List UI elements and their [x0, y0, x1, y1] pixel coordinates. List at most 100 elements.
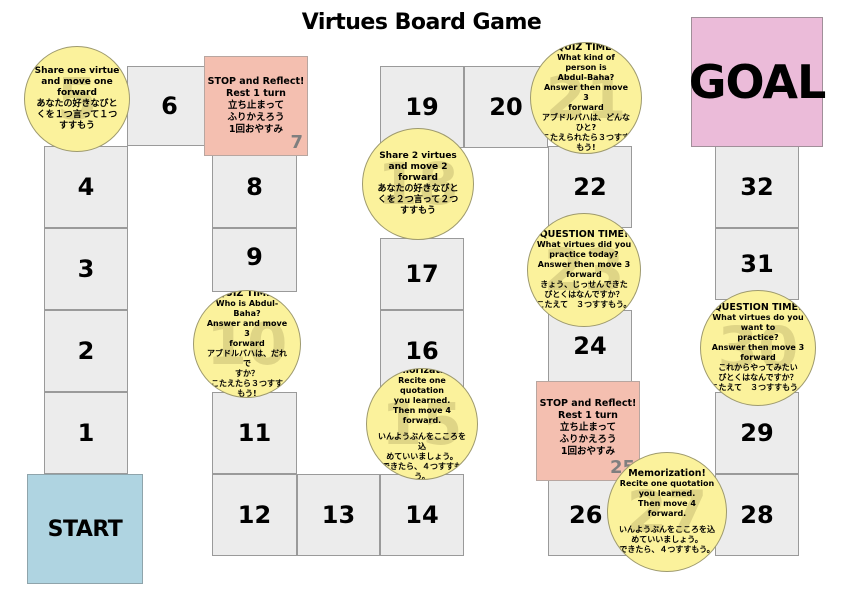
square-4: 4 — [44, 146, 128, 228]
circle-line: すすもう — [59, 121, 95, 131]
circle-text: Share 2 virtues and move 2 forward あなたの好… — [373, 151, 463, 217]
circle-line: you learned. — [393, 396, 451, 405]
circle-line: practice today? — [549, 250, 619, 259]
circle-line: アブドルバハは、だれで — [207, 349, 287, 368]
square-number: 29 — [740, 419, 774, 447]
square-2: 2 — [44, 310, 128, 392]
stop-text: STOP and Reflect! Rest 1 turn 立ち止まって ふりか… — [208, 76, 305, 136]
square-number: 22 — [573, 173, 607, 201]
square-12: 12 — [212, 474, 297, 556]
circle-line: あなたの好きなびと — [377, 184, 459, 194]
circle-line: and move 2 — [388, 162, 448, 172]
circle-number: 21 — [545, 64, 627, 132]
circle-text: QUESTION TIME! What virtues did you prac… — [535, 230, 634, 310]
square-number: 4 — [77, 173, 95, 201]
circle-line: What kind of person is — [557, 53, 615, 72]
circle-line: Then move 4 forward. — [638, 499, 696, 518]
circle-number: 27 — [626, 478, 708, 546]
square-11: 11 — [212, 392, 297, 474]
square-8: 8 — [212, 146, 297, 228]
square-number: 24 — [573, 332, 607, 360]
square-9: 9 — [212, 228, 297, 292]
circle-line: アブドルバハは、どんなひと? — [542, 113, 630, 132]
circle-line: Memorization! — [383, 368, 461, 376]
circle-space-18: 18 Share 2 virtues and move 2 forward あな… — [362, 128, 474, 240]
square-28: 28 — [715, 474, 799, 556]
circle-line: QUIZ TIME! — [556, 42, 616, 53]
stop-line: 立ち止まって — [227, 100, 285, 111]
square-1: 1 — [44, 392, 128, 474]
square-number: 13 — [321, 501, 356, 529]
square-number: 28 — [740, 501, 774, 529]
circle-line: and move one — [41, 77, 113, 87]
stop-line: STOP and Reflect! — [207, 76, 305, 87]
circle-line: Answer then move 3 forward — [711, 343, 805, 362]
square-number: 20 — [489, 93, 523, 121]
circle-line: こたえられたら３つすすもう! — [542, 133, 630, 152]
circle-line: What virtues did you — [536, 240, 632, 249]
circle-line: practice? — [737, 333, 779, 342]
circle-text: Share one virtue and move one forward あな… — [34, 66, 120, 132]
stop-line: 立ち止まって — [559, 422, 617, 433]
circle-line: できたら、４つすすもう。 — [619, 545, 715, 554]
circle-line: Memorization! — [628, 468, 706, 479]
stop-line: ふりかえろう — [559, 434, 617, 445]
circle-text: QUIZ TIME! Who is Abdul-Baha? Answer and… — [204, 290, 291, 398]
square-number: 19 — [405, 93, 439, 121]
square-number: 8 — [246, 173, 263, 201]
circle-space-5: 5 Share one virtue and move one forward … — [24, 46, 130, 152]
square-number: 11 — [237, 419, 272, 447]
square-31: 31 — [715, 228, 799, 300]
circle-line: Answer then move 3 forward — [537, 260, 631, 279]
stop-line: 1回おやすみ — [228, 124, 284, 135]
circle-line: Who is Abdul-Baha? — [215, 299, 279, 318]
circle-line: めていいましょう。 — [631, 535, 703, 544]
square-number: 6 — [161, 92, 178, 120]
circle-line: びとくはなんですか？ — [718, 373, 798, 382]
square-32: 32 — [715, 146, 799, 228]
circle-line: Recite one quotation — [619, 479, 715, 488]
circle-line: you learned. — [638, 489, 696, 498]
circle-line: QUESTION TIME! — [539, 229, 629, 240]
circle-number: 30 — [717, 314, 799, 382]
circle-text: Memorization! Recite one quotation you l… — [619, 469, 716, 555]
circle-line: Then move 4 forward. — [393, 406, 451, 425]
square-number: 31 — [740, 250, 774, 278]
circle-line: きょう、じっせんできた — [540, 280, 628, 289]
circle-line: これからやってみたい — [718, 363, 798, 372]
circle-line: いんようぶんをこころを込 — [619, 525, 715, 534]
circle-line: forward — [568, 103, 604, 112]
circle-text: Memorization! Recite one quotation you l… — [377, 368, 467, 480]
circle-space-10: 10 QUIZ TIME! Who is Abdul-Baha? Answer … — [193, 290, 301, 398]
circle-line: What virtues do you want to — [712, 313, 804, 332]
circle-line: いんようぶんをこころを込 — [378, 432, 466, 451]
square-number: 3 — [77, 255, 95, 283]
circle-line: すか？ — [235, 369, 259, 378]
circle-line: できたら、４つすすもう。 — [382, 462, 462, 480]
circle-line: forward — [229, 339, 265, 348]
board-title: Virtues Board Game — [301, 10, 542, 35]
square-number: 32 — [740, 173, 774, 201]
circle-line: Abdul-Baha? — [557, 73, 615, 82]
stop-line: Rest 1 turn — [226, 88, 286, 99]
stop-line: Rest 1 turn — [558, 410, 618, 421]
stop-line: 1回おやすみ — [560, 446, 616, 457]
circle-number: 23 — [543, 236, 625, 304]
square-17: 17 — [380, 238, 464, 310]
circle-line: すすもう — [400, 206, 436, 216]
circle-space-27: 27 Memorization! Recite one quotation yo… — [607, 452, 727, 572]
square-3: 3 — [44, 228, 128, 310]
circle-line: QUIZ TIME! — [217, 290, 277, 299]
circle-space-15: 15 Memorization! Recite one quotation yo… — [366, 368, 478, 480]
circle-text: QUESTION TIME! What virtues do you want … — [707, 303, 810, 393]
circle-space-30: 30 QUESTION TIME! What virtues do you wa… — [700, 290, 816, 406]
stop-line: STOP and Reflect! — [539, 398, 637, 409]
square-6: 6 — [127, 66, 212, 146]
circle-line: もう! — [237, 389, 257, 398]
square-number: 14 — [405, 501, 439, 529]
circle-line: Answer then move 3 — [543, 83, 629, 102]
circle-line: くを１つ言って１つ — [36, 110, 118, 120]
square-number: 2 — [77, 337, 95, 365]
circle-line: forward — [57, 88, 97, 98]
circle-space-21: 21 QUIZ TIME! What kind of person is Abd… — [530, 42, 642, 154]
